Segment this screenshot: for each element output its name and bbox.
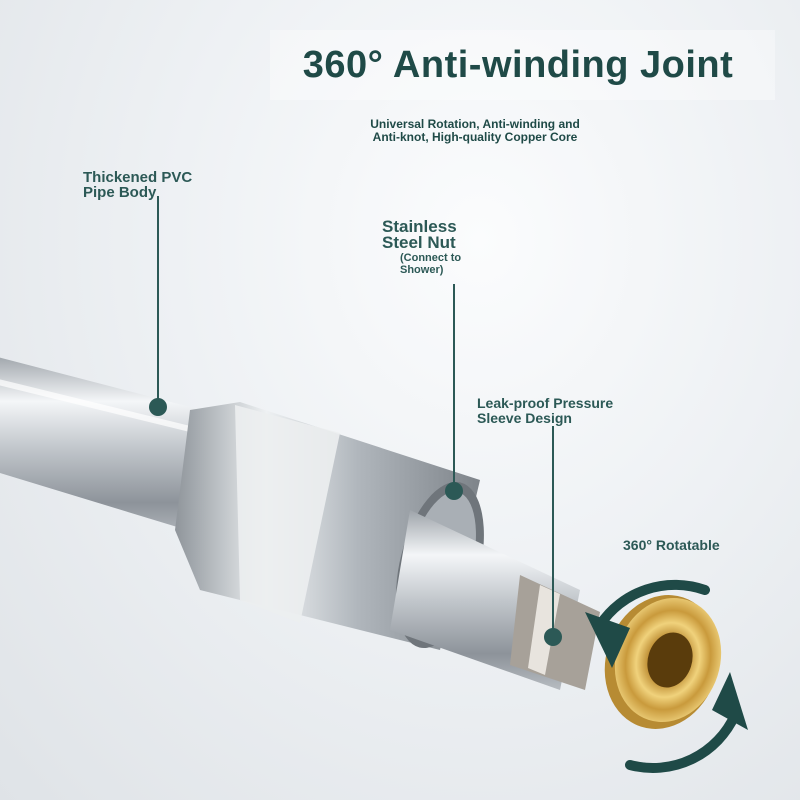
pointer-dot-icon [149, 398, 167, 416]
pvc-body-label: Thickened PVC Pipe Body [83, 169, 193, 201]
page-subtitle: Universal Rotation, Anti-winding and Ant… [370, 117, 580, 144]
steel-nut-note: (Connect to Shower) [400, 252, 462, 276]
rotatable-label: 360° Rotatable [623, 537, 720, 553]
rotate-arrows-icon [585, 579, 748, 773]
pressure-sleeve-label: Leak-proof Pressure Sleeve Design [477, 395, 614, 426]
brass-swivel-head [604, 595, 722, 729]
pointer-dot-icon [445, 482, 463, 500]
callout-pointers [157, 196, 554, 636]
pointer-dot-icon [544, 628, 562, 646]
steel-nut-label: Stainless Steel Nut [382, 217, 457, 252]
title-band [270, 30, 775, 100]
page-title: 360° Anti-winding Joint [302, 44, 734, 86]
pressure-sleeve [390, 510, 600, 690]
